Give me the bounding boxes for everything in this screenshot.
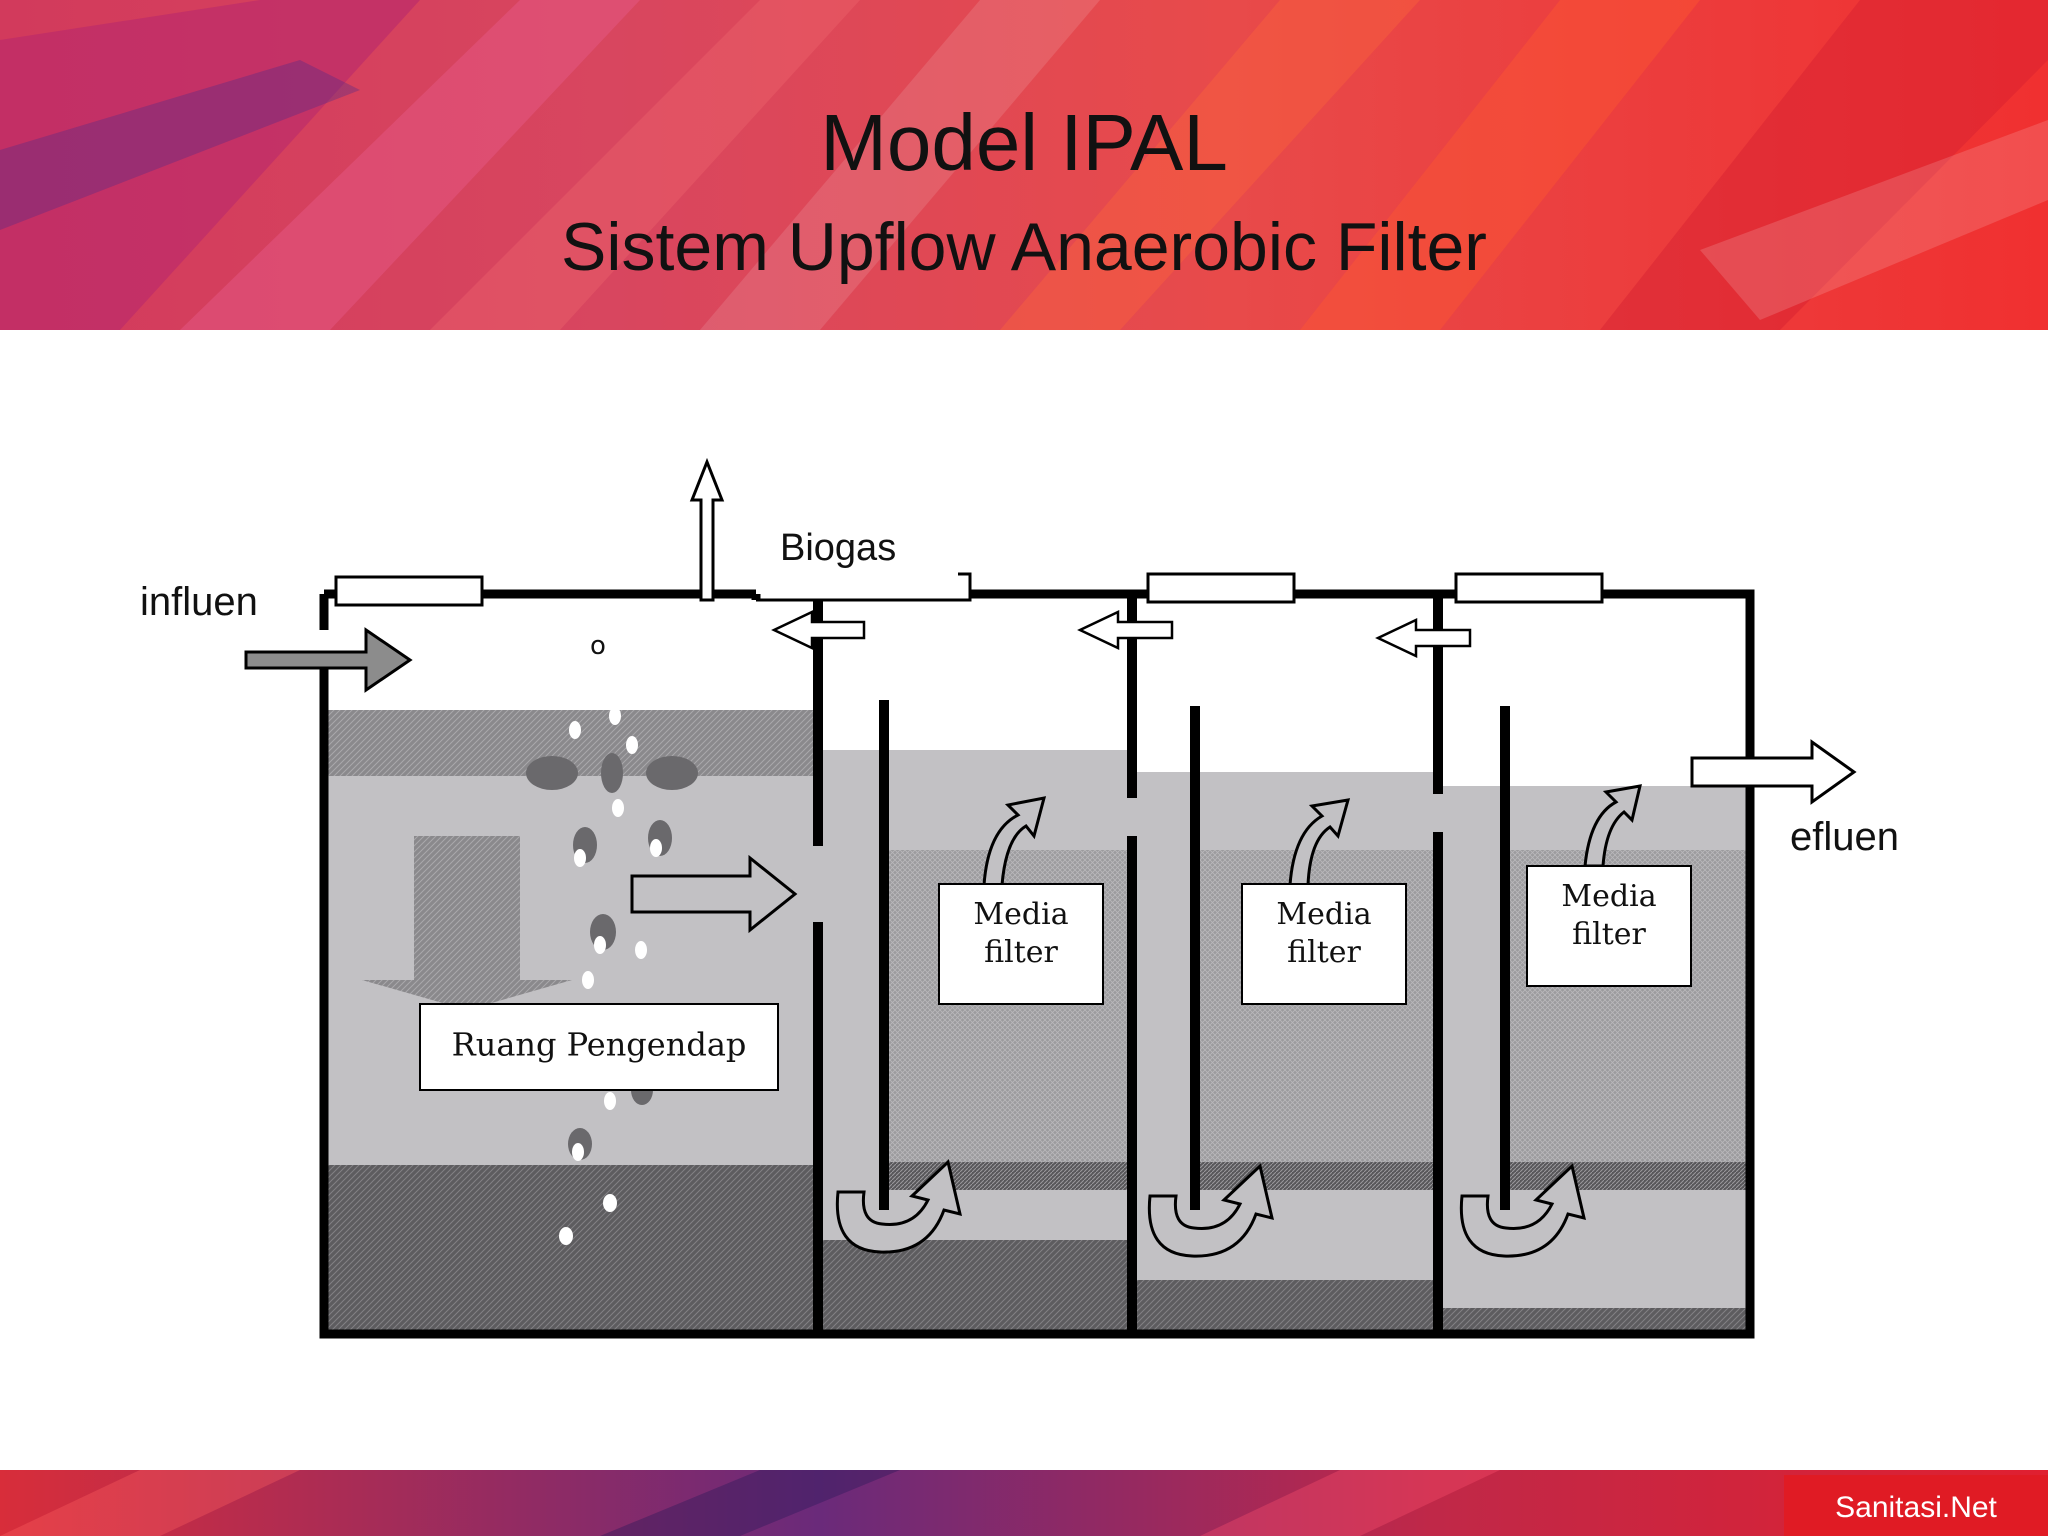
upflow-arrow-icon bbox=[1288, 798, 1351, 887]
media-filter-line1: Media bbox=[1561, 879, 1656, 914]
inner-baffles bbox=[879, 700, 1510, 1210]
media-filter-label-2: Media filter bbox=[1241, 883, 1407, 1005]
gas-bubbles bbox=[559, 707, 662, 1245]
media-filter-line2: filter bbox=[1572, 917, 1646, 952]
gas-return-arrows bbox=[771, 610, 1472, 658]
influent-arrow-icon bbox=[244, 627, 413, 693]
scum-blob bbox=[526, 756, 578, 790]
upflow-arrow-icon bbox=[982, 796, 1047, 887]
gas-return-arrow-icon bbox=[1077, 610, 1174, 650]
scum-blob bbox=[646, 756, 698, 790]
ipal-diagram: o Ruang Pengendap bbox=[140, 457, 1899, 1339]
u-turn-arrows bbox=[835, 1159, 1587, 1258]
biogas-arrow-icon bbox=[689, 457, 725, 602]
gas-return-arrow-icon bbox=[771, 610, 866, 650]
settling-label: Ruang Pengendap bbox=[452, 1026, 747, 1064]
settling-chamber: o Ruang Pengendap bbox=[324, 631, 818, 1332]
influent-label: influen bbox=[140, 580, 258, 624]
small-o-label: o bbox=[590, 631, 606, 661]
upflow-arrow-icon bbox=[1583, 784, 1642, 868]
gas-return-arrow-icon bbox=[1375, 618, 1472, 658]
scum-blob bbox=[601, 753, 623, 793]
media-filter-line1: Media bbox=[1276, 897, 1371, 932]
effluent-arrow-icon bbox=[1690, 739, 1857, 805]
down-arrow bbox=[362, 836, 572, 1010]
footer-banner: Sanitasi.Net bbox=[0, 1470, 2048, 1536]
upflow-arrows bbox=[982, 784, 1642, 887]
page-subtitle: Sistem Upflow Anaerobic Filter bbox=[561, 209, 1487, 285]
page-title: Model IPAL bbox=[820, 98, 1228, 187]
baffle-walls bbox=[813, 598, 1443, 1330]
media-filter-label-1: Media filter bbox=[938, 883, 1104, 1005]
u-turn-arrow-icon bbox=[1459, 1163, 1587, 1258]
brand-label: Sanitasi.Net bbox=[1835, 1491, 1997, 1524]
media-filter-label-3: Media filter bbox=[1526, 865, 1692, 987]
u-turn-arrow-icon bbox=[835, 1159, 963, 1254]
effluent-label: efluen bbox=[1790, 815, 1899, 859]
manhole-covers bbox=[334, 572, 1604, 607]
brand-badge bbox=[1784, 1475, 2048, 1536]
u-turn-arrow-icon bbox=[1147, 1163, 1275, 1258]
header-banner: Model IPAL Sistem Upflow Anaerobic Filte… bbox=[0, 0, 2048, 330]
media-filter-line1: Media bbox=[973, 897, 1068, 932]
flow-arrow-icon bbox=[630, 854, 798, 934]
biogas-label: Biogas bbox=[780, 527, 896, 569]
media-filter-line2: filter bbox=[984, 935, 1058, 970]
settling-label-box bbox=[419, 1003, 779, 1091]
vent-cover bbox=[756, 572, 972, 602]
media-filter-line2: filter bbox=[1287, 935, 1361, 970]
